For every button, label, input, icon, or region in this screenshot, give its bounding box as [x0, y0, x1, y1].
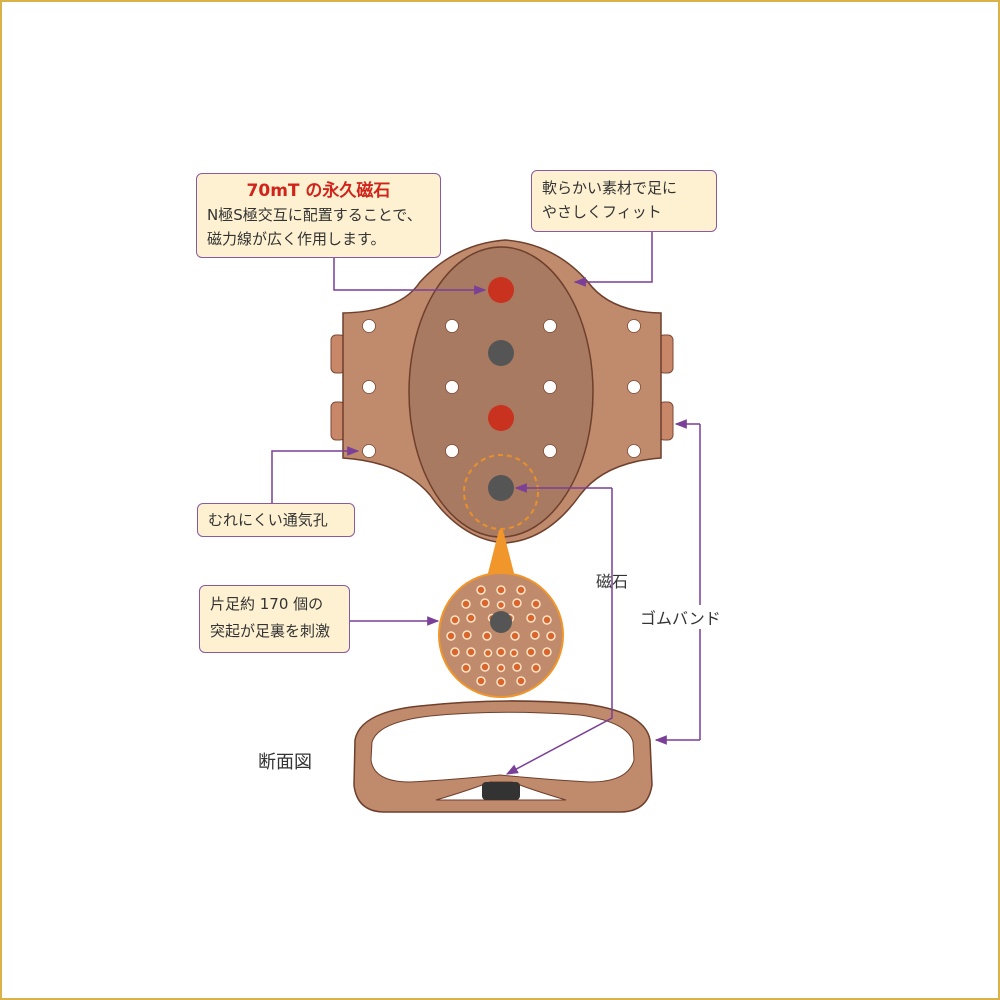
vent-hole: [445, 444, 459, 458]
vent-hole: [445, 380, 459, 394]
callout-vent: むれにくい通気孔: [197, 503, 355, 537]
vent-holes: [362, 319, 641, 458]
callout-vent-text: むれにくい通気孔: [208, 511, 328, 529]
vent-hole: [362, 380, 376, 394]
magnet-gray: [490, 611, 512, 633]
vent-hole: [543, 380, 557, 394]
zoom-funnel: [485, 530, 517, 585]
callout-magnet-line2: 磁力線が広く作用します。: [207, 230, 386, 248]
callout-soft-line1: 軟らかい素材で足に: [542, 179, 678, 197]
vent-hole: [445, 319, 459, 333]
arrows: [271, 232, 701, 775]
callout-bumps: 片足約 170 個の 突起が足裏を刺激: [199, 585, 350, 653]
vent-hole: [627, 319, 641, 333]
vent-hole: [362, 319, 376, 333]
callout-magnet-title: 70mT の永久磁石: [246, 181, 391, 201]
zoom-highlight-circle: [463, 454, 539, 530]
magnets: [488, 277, 514, 501]
magnet-red: [488, 277, 514, 303]
callout-soft-line2: やさしくフィット: [542, 203, 662, 221]
cross-section-magnet: [482, 782, 520, 800]
vent-hole: [543, 444, 557, 458]
magnet-gray: [488, 340, 514, 366]
label-magnet: 磁石: [596, 572, 629, 591]
vent-hole: [627, 380, 641, 394]
vent-hole: [543, 319, 557, 333]
callout-magnet: 70mT の永久磁石 N極S極交互に配置することで、 磁力線が広く作用します。: [196, 173, 441, 258]
callout-soft-fit: 軟らかい素材で足に やさしくフィット: [531, 170, 717, 232]
band-tabs: [330, 334, 674, 441]
cross-section: [353, 700, 653, 813]
callout-bumps-line2: 突起が足裏を刺激: [210, 622, 331, 640]
callout-bumps-line1: 片足約 170 個の: [210, 595, 324, 613]
callout-magnet-line1: N極S極交互に配置することで、: [207, 206, 422, 224]
label-cross-section: 断面図: [258, 752, 312, 773]
magnet-red: [488, 405, 514, 431]
label-rubber-band: ゴムバンド: [640, 605, 721, 629]
vent-hole: [362, 444, 376, 458]
magnified-bumps: [438, 572, 564, 698]
magnet-gray: [488, 475, 514, 501]
vent-hole: [627, 444, 641, 458]
